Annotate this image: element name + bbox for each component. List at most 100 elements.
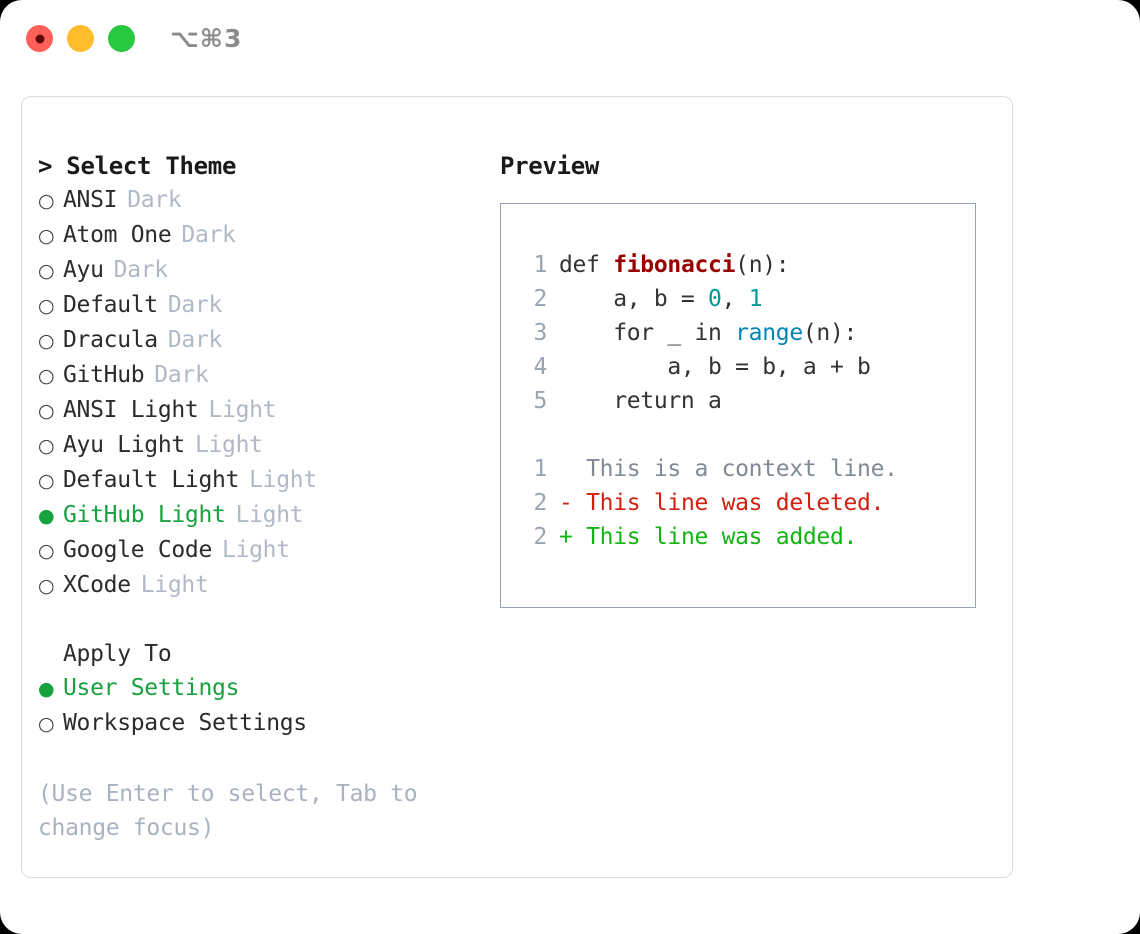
theme-option-tag: Light xyxy=(140,572,209,598)
theme-option-tag: Light xyxy=(235,502,304,528)
code-line: 3 for _ in range(n): xyxy=(519,316,975,350)
code-line-text: return a xyxy=(559,384,722,418)
code-line-number: 4 xyxy=(533,354,547,380)
apply-to-option-label: Workspace Settings xyxy=(63,710,307,736)
apply-to-section: Apply To ● User Settings ○ Workspace Settin… xyxy=(38,637,478,741)
radio-selected-icon: ● xyxy=(38,505,55,527)
diff-sample: 1 This is a context line. 2- This line wa… xyxy=(519,452,975,554)
theme-option-label: Dracula xyxy=(63,327,158,353)
code-line-number: 2 xyxy=(533,286,547,312)
code-line-text: for _ in range(n): xyxy=(559,316,857,350)
code-line-number: 3 xyxy=(533,320,547,346)
code-line: 2 a, b = 0, 1 xyxy=(519,282,975,316)
radio-unselected-icon: ○ xyxy=(38,365,55,387)
close-window-button[interactable] xyxy=(26,25,53,52)
code-token-plain: for _ in xyxy=(559,320,736,346)
theme-option-ansi-light[interactable]: ○ ANSI Light Light xyxy=(38,393,478,428)
radio-unselected-icon: ○ xyxy=(38,225,55,247)
code-token-num: 0 xyxy=(708,286,722,312)
preview-heading: Preview xyxy=(500,152,600,180)
theme-option-label: GitHub Light xyxy=(63,502,226,528)
code-token-plain: a, b = b, a + b xyxy=(559,354,871,380)
code-line-number: 5 xyxy=(533,388,547,414)
theme-option-tag: Light xyxy=(249,467,317,493)
radio-selected-icon: ● xyxy=(38,678,55,700)
code-token-plain: (n): xyxy=(735,252,790,278)
theme-option-xcode[interactable]: ○ XCode Light xyxy=(38,568,478,603)
theme-option-tag: Light xyxy=(194,432,263,458)
code-token-plain: , xyxy=(721,286,749,312)
diff-line-context: 1 This is a context line. xyxy=(519,452,975,486)
minimize-window-button[interactable] xyxy=(67,25,94,52)
code-token-plain: return a xyxy=(559,388,722,414)
apply-to-heading: Apply To xyxy=(63,641,172,667)
diff-line-number: 2 xyxy=(533,524,547,550)
code-line: 5 return a xyxy=(519,384,975,418)
radio-unselected-icon: ○ xyxy=(38,295,55,317)
theme-option-google-code[interactable]: ○ Google Code Light xyxy=(38,533,478,568)
keyboard-hint-text: (Use Enter to select, Tab to change focu… xyxy=(38,781,431,841)
title-bar: ⌥⌘3 xyxy=(0,0,1140,78)
select-theme-heading: > Select Theme xyxy=(38,152,237,180)
radio-unselected-icon: ○ xyxy=(38,540,55,562)
code-line-text: def fibonacci(n): xyxy=(559,248,790,282)
theme-option-label: ANSI Light xyxy=(63,397,199,423)
theme-option-label: Default xyxy=(63,292,158,318)
radio-unselected-icon: ○ xyxy=(38,435,55,457)
theme-option-label: Google Code xyxy=(63,537,213,563)
apply-to-option-user-settings[interactable]: ● User Settings xyxy=(38,671,478,706)
code-line-text: a, b = b, a + b xyxy=(559,350,871,384)
code-line-number: 1 xyxy=(533,252,547,278)
theme-option-tag: Dark xyxy=(113,257,169,283)
radio-unselected-icon: ○ xyxy=(38,260,55,282)
code-line: 4 a, b = b, a + b xyxy=(519,350,975,384)
radio-unselected-icon: ○ xyxy=(38,575,55,597)
keyboard-shortcut-label: ⌥⌘3 xyxy=(170,24,243,53)
theme-option-atom-one[interactable]: ○ Atom One Dark xyxy=(38,218,478,253)
diff-line-added: 2+ This line was added. xyxy=(519,520,975,554)
apply-to-option-workspace-settings[interactable]: ○ Workspace Settings xyxy=(38,706,478,741)
code-token-fn: fibonacci xyxy=(613,252,736,278)
theme-option-default[interactable]: ○ Default Dark xyxy=(38,288,478,323)
maximize-window-button[interactable] xyxy=(108,25,135,52)
diff-line-number: 2 xyxy=(533,490,547,516)
theme-option-label: Atom One xyxy=(63,222,172,248)
diff-line-text: This is a context line. xyxy=(572,456,898,482)
theme-option-tag: Dark xyxy=(181,222,236,248)
diff-line-number: 1 xyxy=(533,456,547,482)
radio-unselected-icon: ○ xyxy=(38,713,55,735)
theme-option-github-light[interactable]: ● GitHub Light Light xyxy=(38,498,478,533)
theme-option-tag: Light xyxy=(222,537,290,563)
theme-option-tag: Dark xyxy=(167,327,223,353)
radio-unselected-icon: ○ xyxy=(38,400,55,422)
code-token-call: range xyxy=(735,320,803,346)
apply-to-list[interactable]: ● User Settings ○ Workspace Settings xyxy=(38,671,478,741)
traffic-light-group xyxy=(26,25,135,52)
diff-marker-icon xyxy=(559,452,573,486)
theme-option-tag: Light xyxy=(208,397,277,423)
code-token-plain: def xyxy=(559,252,614,278)
radio-unselected-icon: ○ xyxy=(38,470,55,492)
radio-unselected-icon: ○ xyxy=(38,190,55,212)
theme-option-tag: Dark xyxy=(167,292,223,318)
theme-option-label: XCode xyxy=(63,572,131,598)
theme-option-label: GitHub xyxy=(63,362,145,388)
code-token-plain: (n): xyxy=(802,320,858,346)
diff-marker-icon: - xyxy=(559,490,573,516)
diff-line-text: This line was deleted. xyxy=(572,490,885,516)
diff-line-text: This line was added. xyxy=(572,524,858,550)
apply-to-option-label: User Settings xyxy=(63,675,240,701)
code-line-text: a, b = 0, 1 xyxy=(559,282,762,316)
